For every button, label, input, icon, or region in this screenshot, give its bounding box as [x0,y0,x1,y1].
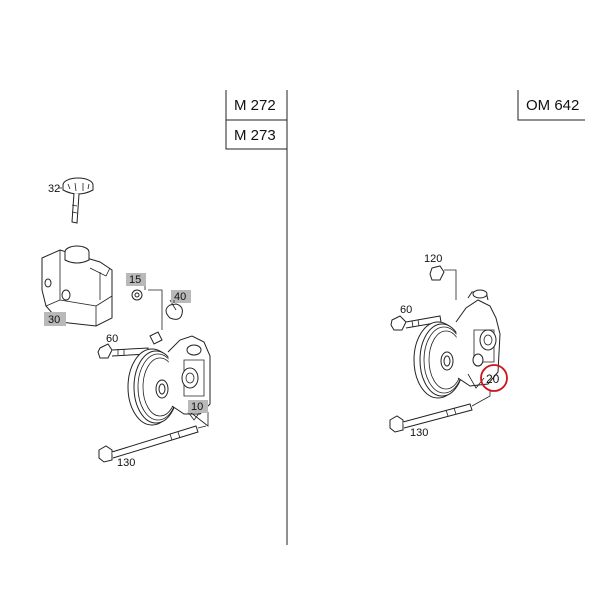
label-lower-bolt-left: 130 [117,457,135,469]
power-steering-pump-left [127,331,211,427]
model-box-m272: M 272 [225,90,287,121]
lower-bolt-left [98,425,207,463]
label-clip: 40 [171,290,191,303]
label-washer: 15 [126,273,146,286]
upper-bolt-right [390,315,442,331]
highlight-circle [480,364,508,392]
svg-text:40: 40 [174,291,186,303]
label-upper-bolt-left: 60 [106,333,118,345]
label-upper-bolt-right: 60 [400,304,412,316]
label-tank: 30 [44,312,66,326]
label-pump-right: 20 [480,364,508,392]
reservoir-cap [58,177,94,224]
model-label-m272: M 272 [234,97,276,114]
model-box-m273: M 273 [225,120,287,150]
svg-text:30: 30 [48,314,60,326]
label-pump-left: 10 [188,400,208,413]
retaining-clip [148,289,183,330]
model-label-om642: OM 642 [526,97,579,114]
power-steering-pump-right [413,289,501,399]
svg-text:10: 10 [191,401,203,413]
label-nut: 120 [424,253,442,265]
model-box-om642: OM 642 [517,90,585,121]
lower-bolt-right [389,390,491,433]
reservoir-tank [41,245,113,327]
label-lower-bolt-right: 130 [410,427,428,439]
hex-nut [429,265,457,300]
model-label-m273: M 273 [234,127,276,144]
svg-text:20: 20 [486,372,500,386]
label-cap: 32 [48,183,60,195]
svg-text:15: 15 [129,274,141,286]
sealing-washer [128,282,146,301]
